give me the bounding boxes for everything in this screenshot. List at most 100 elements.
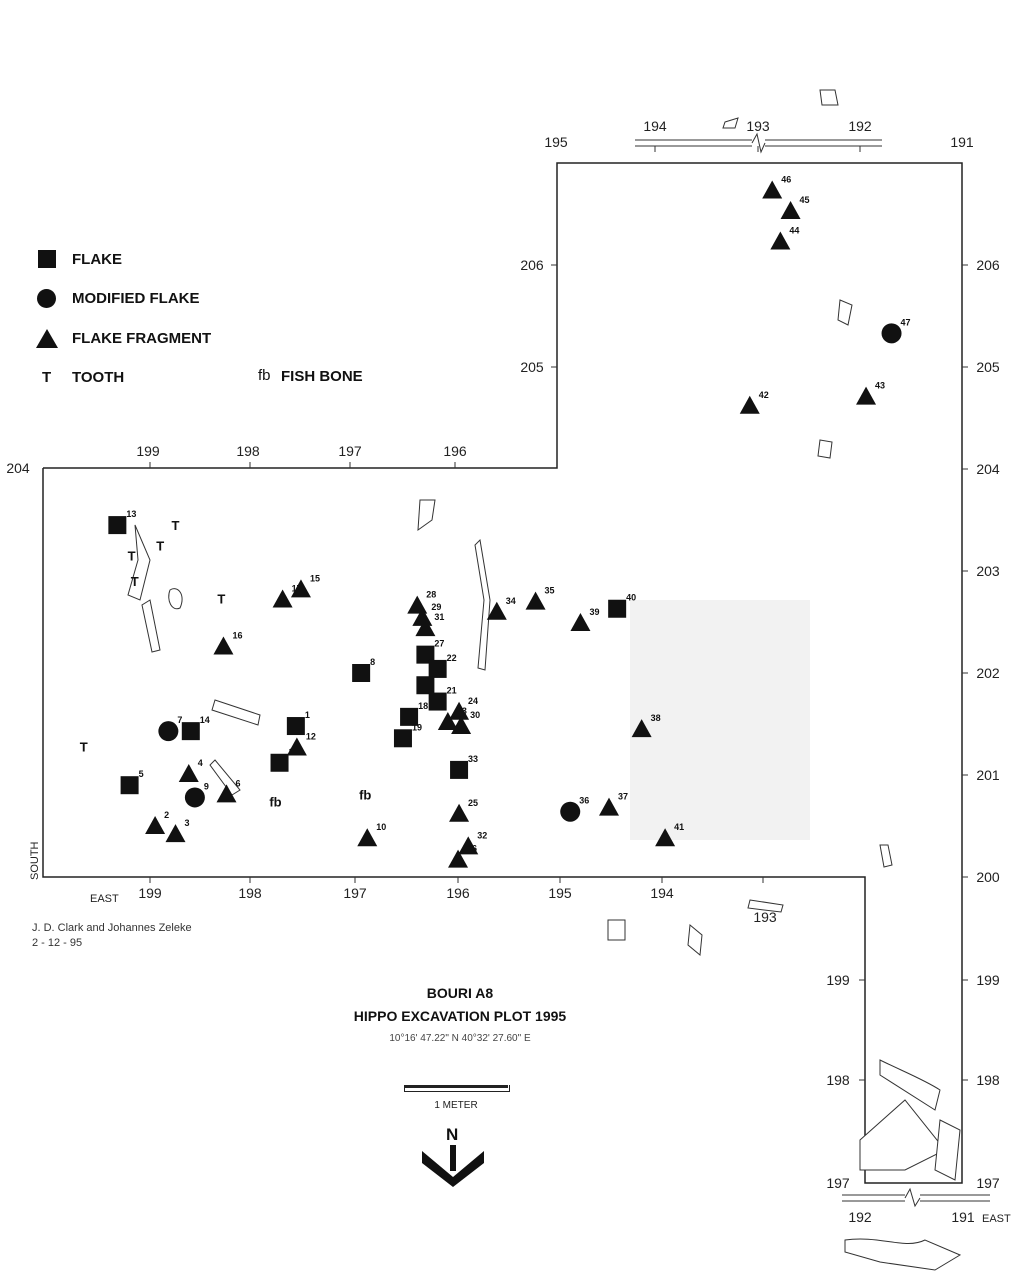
flake-fragment-marker bbox=[412, 607, 433, 626]
right-tick-201: 201 bbox=[976, 767, 1000, 783]
flake-fragment-marker bbox=[762, 180, 783, 199]
flake-id-label: 8 bbox=[370, 657, 375, 667]
flake-fragment-id-label: 43 bbox=[875, 381, 885, 391]
flake-id-label: 13 bbox=[126, 509, 136, 519]
flake-marker bbox=[400, 707, 419, 726]
bottom-tick-197: 197 bbox=[343, 885, 367, 901]
flake-fragment-id-label: 45 bbox=[800, 195, 810, 205]
flake-fragment-id-label: 35 bbox=[545, 586, 555, 596]
north-arrow: N bbox=[422, 1125, 484, 1187]
left-tick-204: 204 bbox=[6, 460, 30, 476]
tooth-marker: T bbox=[131, 574, 139, 589]
flake-id-label: 1 bbox=[305, 710, 310, 720]
flake-fragment-marker bbox=[739, 395, 760, 414]
bottom-inset-tick-192: 192 bbox=[848, 1209, 872, 1225]
flake-id-label: 19 bbox=[412, 722, 422, 732]
flake-fragment-id-label: 31 bbox=[434, 612, 444, 622]
legend-modified-flake: MODIFIED FLAKE bbox=[72, 290, 200, 307]
right-tick-197: 197 bbox=[976, 1175, 1000, 1191]
north-label: N bbox=[445, 1125, 460, 1145]
flake-fragment-marker bbox=[856, 386, 877, 405]
bone-sketches bbox=[127, 89, 962, 1271]
grid-labels: 199 198 197 196 195 191 194 193 192 199 … bbox=[6, 118, 1011, 1225]
flake-marker bbox=[428, 692, 447, 711]
flake-id-label: 5 bbox=[139, 769, 144, 779]
top-tick-199: 199 bbox=[136, 443, 160, 459]
flake-fragment-id-label: 26 bbox=[467, 844, 477, 854]
modified-flake-id-label: 36 bbox=[579, 796, 589, 806]
flake-fragment-marker bbox=[770, 231, 791, 250]
flake-id-label: 14 bbox=[200, 715, 210, 725]
flake-fragment-id-label: 41 bbox=[674, 822, 684, 832]
site-title: BOURI A8 bbox=[426, 985, 494, 1001]
flake-fragment-marker bbox=[272, 589, 293, 608]
upper-tick-191: 191 bbox=[950, 134, 974, 150]
bottom-tick-196: 196 bbox=[446, 885, 470, 901]
north-arrow-icon bbox=[422, 1125, 484, 1187]
flake-marker bbox=[416, 645, 435, 664]
right-tick-205: 205 bbox=[976, 359, 1000, 375]
flake-fragment-marker bbox=[780, 200, 801, 219]
flake-fragment-id-label: 4 bbox=[198, 758, 203, 768]
bottom-tick-193: 193 bbox=[753, 909, 777, 925]
flake-id-label: 40 bbox=[626, 593, 636, 603]
flake-fragment-marker bbox=[357, 828, 378, 847]
right-tick-206: 206 bbox=[976, 257, 1000, 273]
right-tick-202: 202 bbox=[976, 665, 1000, 681]
flake-fragment-id-label: 24 bbox=[468, 696, 478, 706]
flake-marker bbox=[270, 753, 289, 772]
south-label: SOUTH bbox=[29, 841, 41, 880]
flake-id-label: 20 bbox=[434, 669, 444, 679]
flake-marker bbox=[286, 717, 305, 736]
flake-fragment-id-label: 32 bbox=[477, 830, 487, 840]
right-tick-199: 199 bbox=[976, 972, 1000, 988]
excavation-boundary bbox=[42, 162, 963, 1184]
scale-label: 1 METER bbox=[434, 1100, 478, 1111]
modified-flake-marker bbox=[881, 323, 902, 344]
flake-fragment-id-label: 34 bbox=[506, 596, 516, 606]
flake-id-label: 18 bbox=[418, 701, 428, 711]
modified-flake-id-label: 7 bbox=[177, 715, 182, 725]
flake-fragment-id-label: 44 bbox=[789, 226, 799, 236]
flake-fragment-marker bbox=[570, 613, 591, 632]
flake-fragment-id-label: 12 bbox=[306, 731, 316, 741]
right-tick-204: 204 bbox=[976, 461, 1000, 477]
flake-fragment-marker bbox=[599, 797, 619, 816]
flake-fragment-id-label: 37 bbox=[618, 792, 628, 802]
flake-fragment-id-label: 25 bbox=[468, 798, 478, 808]
flake-fragment-marker bbox=[216, 784, 237, 803]
top-inset-scale bbox=[635, 132, 882, 154]
flake-fragment-marker bbox=[486, 601, 507, 620]
east-label: EAST bbox=[90, 893, 119, 905]
flake-fragment-marker bbox=[407, 595, 428, 614]
flake-fragment-id-label: 39 bbox=[589, 607, 599, 617]
credits-authors: J. D. Clark and Johannes Zeleke bbox=[32, 922, 192, 934]
inset-tick-194: 194 bbox=[643, 118, 667, 134]
credits-date: 2 - 12 - 95 bbox=[32, 937, 83, 949]
flake-fragment-marker bbox=[449, 701, 470, 720]
grid-ticks bbox=[149, 264, 968, 1081]
top-tick-196: 196 bbox=[443, 443, 467, 459]
flake-fragment-id-label: 46 bbox=[781, 175, 791, 185]
stippled-bone-area bbox=[630, 600, 810, 840]
flake-fragment-id-label: 6 bbox=[236, 778, 241, 788]
flake-marker bbox=[181, 722, 200, 741]
plot-title: HIPPO EXCAVATION PLOT 1995 bbox=[353, 1008, 567, 1024]
left-tick-205: 205 bbox=[520, 359, 544, 375]
modified-flake-marker bbox=[560, 801, 581, 822]
tooth-marker: T bbox=[217, 592, 225, 607]
bottom-inset-east-label: EAST bbox=[982, 1213, 1011, 1225]
flake-fragment-id-label: 16 bbox=[232, 630, 242, 640]
flake-marker bbox=[120, 776, 139, 795]
bottom-inset-tick-191: 191 bbox=[951, 1209, 975, 1225]
flake-fragment-id-label: 29 bbox=[431, 602, 441, 612]
fish-bone-marker: fb bbox=[359, 787, 371, 802]
flake-fragment-marker bbox=[448, 849, 469, 868]
flake-id-label: 27 bbox=[434, 639, 444, 649]
tooth-marker: T bbox=[80, 739, 88, 754]
flake-fragment-marker bbox=[145, 816, 166, 834]
modified-flake-legend-circle-icon bbox=[37, 289, 56, 308]
finds-layer: 1382722202118191141153340793647464544424… bbox=[80, 175, 911, 868]
legend-flake-fragment: FLAKE FRAGMENT bbox=[72, 330, 212, 347]
tooth-marker: T bbox=[156, 539, 164, 554]
